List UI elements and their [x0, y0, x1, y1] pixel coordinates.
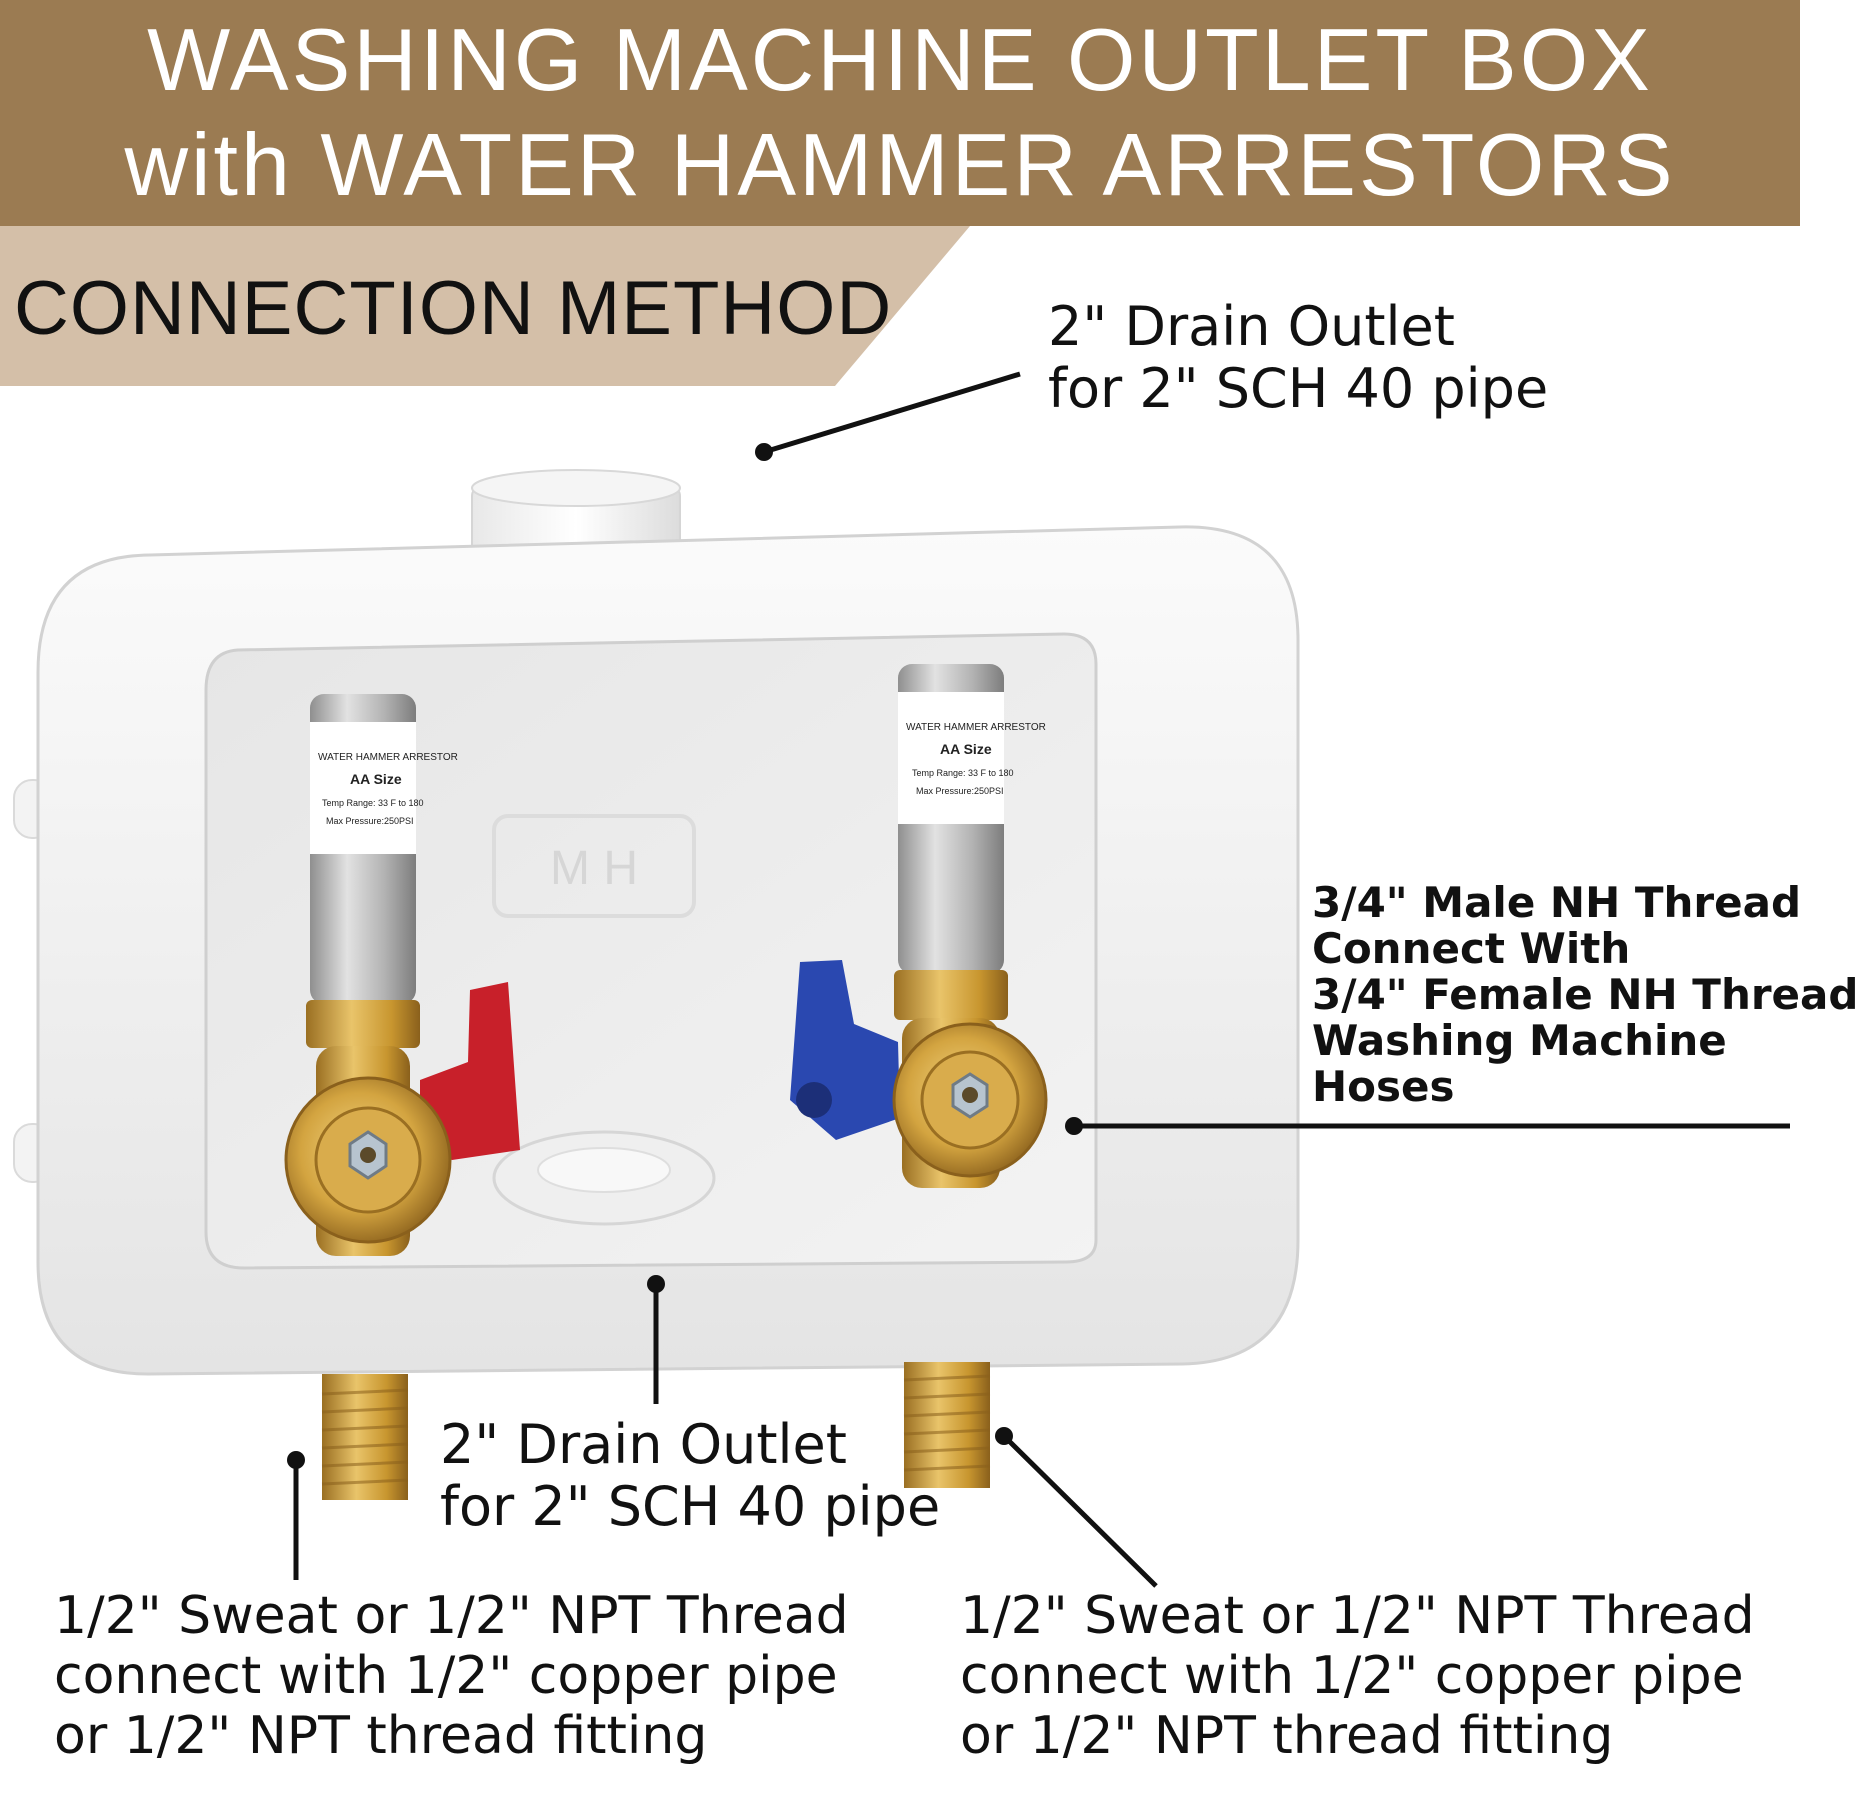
- title-banner: WASHING MACHINE OUTLET BOX with WATER HA…: [0, 0, 1800, 226]
- cold-arrestor-label-3: Temp Range: 33 F to 180: [912, 768, 1014, 778]
- top-drain-line-1: 2" Drain Outlet: [1048, 295, 1455, 358]
- hose-thread-line-1: 3/4" Male NH Thread: [1312, 878, 1802, 927]
- hose-thread-dot: [1065, 1117, 1083, 1135]
- right-supply-annotation: 1/2" Sweat or 1/2" NPT Thread connect wi…: [960, 1586, 1755, 1766]
- left-supply-annotation: 1/2" Sweat or 1/2" NPT Thread connect wi…: [54, 1586, 849, 1766]
- hot-arrestor-label-3: Temp Range: 33 F to 180: [322, 798, 424, 808]
- box-embossing: M H: [550, 842, 638, 895]
- right-supply-dot: [995, 1427, 1013, 1445]
- left-supply-stub: [321, 1374, 409, 1500]
- title-line-2: with WATER HAMMER ARRESTORS: [124, 115, 1676, 214]
- title-line-1: WASHING MACHINE OUTLET BOX: [147, 10, 1653, 109]
- hot-arrestor-label-1: WATER HAMMER ARRESTOR: [318, 752, 458, 763]
- right-supply-stub: [903, 1362, 991, 1488]
- left-supply-line-3: or 1/2" NPT thread fitting: [54, 1706, 708, 1766]
- hose-thread-line-5: Hoses: [1312, 1062, 1455, 1111]
- left-supply-line-1: 1/2" Sweat or 1/2" NPT Thread: [54, 1586, 849, 1646]
- bottom-drain-annotation: 2" Drain Outlet for 2" SCH 40 pipe: [440, 1414, 940, 1538]
- cold-arrestor-label-2: AA Size: [940, 741, 992, 757]
- top-drain-leader: [763, 371, 1021, 455]
- right-supply-leader: [1002, 1434, 1158, 1588]
- cold-arrestor-label-4: Max Pressure:250PSI: [916, 786, 1004, 796]
- hot-valve-assembly: WATER HAMMER ARRESTOR AA Size Temp Range…: [284, 694, 520, 1256]
- callout-lines: [287, 371, 1790, 1588]
- mid-drain-line-1: 2" Drain Outlet: [440, 1413, 847, 1476]
- top-drain-dot: [755, 443, 773, 461]
- outlet-box-frame: M H: [36, 525, 1300, 1376]
- hose-thread-line-2: Connect With: [1312, 924, 1631, 973]
- hot-arrestor-label-4: Max Pressure:250PSI: [326, 816, 414, 826]
- mid-drain-dot: [647, 1275, 665, 1293]
- section-tab: [0, 226, 970, 386]
- hose-thread-annotation: 3/4" Male NH Thread Connect With 3/4" Fe…: [1312, 880, 1858, 1110]
- hot-arrestor-label-2: AA Size: [350, 771, 402, 787]
- cold-arrestor-label-1: WATER HAMMER ARRESTOR: [906, 722, 1046, 733]
- hose-thread-line-4: Washing Machine: [1312, 1016, 1727, 1065]
- left-supply-line-2: connect with 1/2" copper pipe: [54, 1646, 838, 1706]
- top-drain-annotation: 2" Drain Outlet for 2" SCH 40 pipe: [1048, 296, 1548, 420]
- cold-valve-assembly: WATER HAMMER ARRESTOR AA Size Temp Range…: [790, 664, 1048, 1188]
- left-supply-dot: [287, 1451, 305, 1469]
- right-supply-line-3: or 1/2" NPT thread fitting: [960, 1706, 1614, 1766]
- outlet-box-illustration: M H WATER HAMMER ARRESTOR: [13, 371, 1790, 1588]
- hose-thread-line-3: 3/4" Female NH Thread: [1312, 970, 1858, 1019]
- section-label: CONNECTION METHOD: [14, 266, 893, 351]
- right-supply-line-1: 1/2" Sweat or 1/2" NPT Thread: [960, 1586, 1755, 1646]
- hot-valve-handle: [420, 982, 520, 1160]
- right-supply-line-2: connect with 1/2" copper pipe: [960, 1646, 1744, 1706]
- mid-drain-line-2: for 2" SCH 40 pipe: [440, 1475, 941, 1538]
- top-drain-line-2: for 2" SCH 40 pipe: [1048, 357, 1549, 420]
